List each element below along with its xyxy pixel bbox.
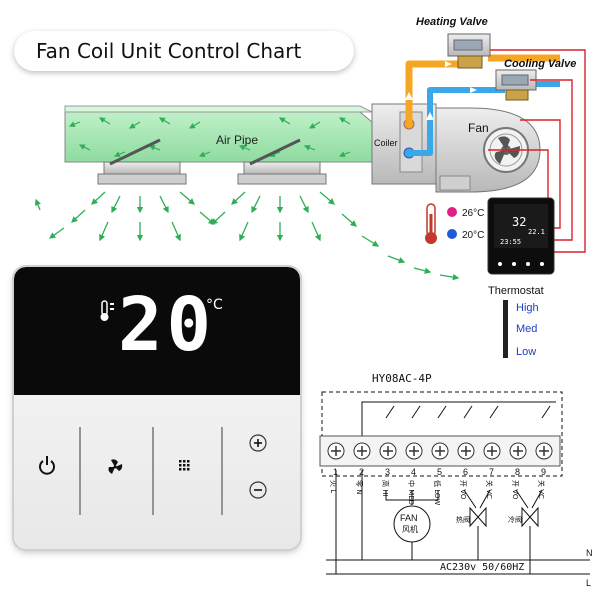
screen-thermometer-icon [100, 300, 114, 321]
terminal-screw-slot [331, 446, 341, 456]
line-n-label: N [586, 548, 593, 558]
fan-motor [393, 505, 431, 543]
terminal-label: 零 N [355, 480, 363, 494]
terminal-number: 3 [385, 467, 390, 477]
speed-high-label: High [516, 302, 539, 314]
relay-switches [361, 401, 556, 436]
terminal-label: 高 HI [381, 480, 390, 497]
terminal-label: 开 VO [459, 480, 467, 500]
diffuser-left [97, 138, 187, 185]
wiring-model: HY08AC-4P [372, 372, 432, 385]
terminal-screw-slot [461, 446, 471, 456]
terminal-number: 7 [489, 467, 494, 477]
cooling-valve-label: Cooling Valve [504, 58, 576, 70]
heat-valve-label-cn: 热阀 [456, 515, 470, 524]
terminal-number: 4 [411, 467, 416, 477]
speed-bar [503, 300, 508, 358]
temp-low-label: 20°C [462, 230, 484, 241]
speed-med-label: Med [516, 323, 537, 335]
fan-label: Fan [468, 121, 489, 135]
duct-air-arrows [68, 117, 351, 158]
cold-temp-dot [447, 229, 457, 239]
cool-valve-label-cn: 冷阀 [508, 515, 522, 524]
terminal-screw-slot [487, 446, 497, 456]
terminal-label: 火 L [329, 480, 337, 493]
heating-valve-label: Heating Valve [416, 16, 488, 28]
coiler-unit [371, 103, 437, 185]
thermostat-label: Thermostat [488, 285, 544, 297]
minus-icon[interactable] [249, 481, 267, 499]
terminal-screw-slot [357, 446, 367, 456]
screen-graphics [100, 300, 114, 321]
terminal-number: 9 [541, 467, 546, 477]
mini-time: 23:55 [500, 238, 521, 246]
temp-high-label: 26°C [462, 208, 484, 219]
terminal-label: 关 VC [537, 480, 546, 499]
pipe-flow-arrows [405, 61, 477, 120]
terminal-number: 6 [463, 467, 468, 477]
terminal-screw-slot [435, 446, 445, 456]
thermostat-mini [487, 197, 555, 275]
control-wires [488, 49, 586, 253]
cooling-valve [495, 69, 537, 101]
terminal-screw-slot [539, 446, 549, 456]
terminal-screw-slot [383, 446, 393, 456]
terminal-label: 关 VC [485, 480, 494, 499]
page-title: Fan Coil Unit Control Chart [36, 39, 302, 63]
temperature-unit: °C [206, 297, 223, 313]
air-pipe-label: Air Pipe [216, 133, 258, 147]
thermostat-device: 20 °C [14, 267, 300, 549]
power-label: AC230v 50/60HZ [440, 562, 524, 573]
grid-icon[interactable] [179, 460, 190, 471]
wiring-enclosure [321, 391, 563, 477]
fan-icon [494, 136, 520, 164]
mini-buttons [498, 262, 544, 266]
terminal-screw-slot [409, 446, 419, 456]
speed-low-label: Low [516, 346, 536, 358]
thermometer-icon [425, 203, 437, 244]
hot-water-pipe [405, 54, 560, 124]
hot-temp-dot [447, 207, 457, 217]
line-l-label: L [586, 578, 591, 588]
heating-valve [447, 33, 491, 69]
terminal-screw-slot [513, 446, 523, 456]
terminal-number: 5 [437, 467, 442, 477]
cool-valve-symbol [521, 506, 539, 528]
fan-motor-label-cn: 风机 [402, 524, 418, 534]
terminal-label: 开 VO [511, 480, 519, 500]
power-icon[interactable] [39, 456, 55, 475]
coiler-label: Coiler [374, 138, 398, 148]
mini-room-temp: 22.1 [528, 228, 545, 236]
thermostat-screen: 20 °C [14, 267, 300, 395]
diffuser-right [237, 138, 327, 185]
device-button-panel [39, 427, 267, 515]
mini-set-temp: 32 [512, 215, 526, 229]
load-wires [326, 470, 590, 575]
temperature-readout: 20 [118, 282, 216, 368]
fan-icon[interactable] [108, 459, 123, 474]
airflow-arrows [34, 191, 460, 281]
plus-icon[interactable] [249, 434, 267, 452]
terminal-number: 8 [515, 467, 520, 477]
heat-valve-symbol [469, 506, 487, 528]
fan-motor-label: FAN [400, 513, 418, 523]
title-pill [14, 31, 354, 71]
